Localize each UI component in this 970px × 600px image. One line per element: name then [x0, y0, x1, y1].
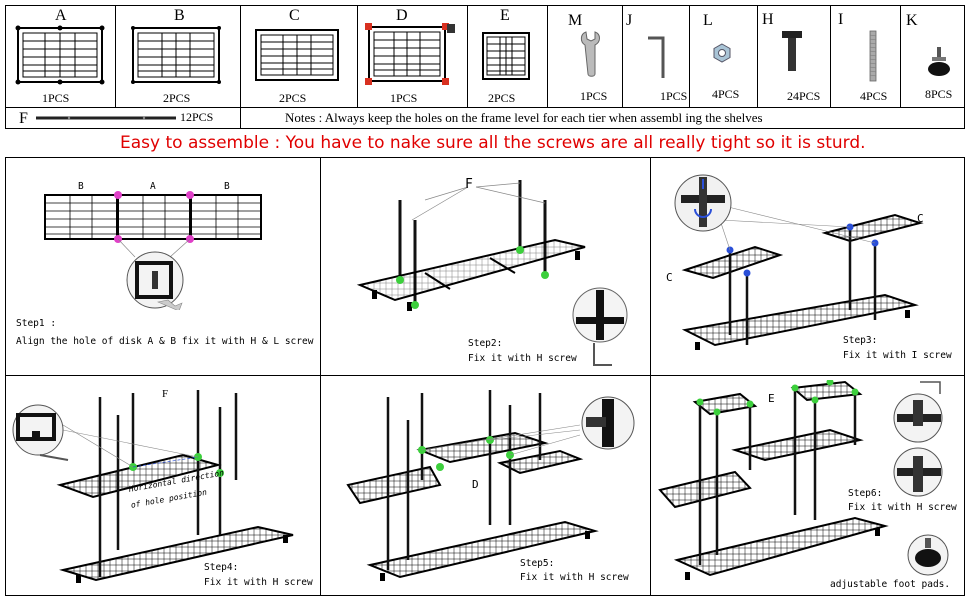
- step1-title: Step1 :: [16, 318, 57, 329]
- step2-label-f: F: [465, 177, 473, 192]
- part-l-qty: 4PCS: [712, 87, 740, 101]
- part-h-qty: 24PCS: [787, 89, 821, 103]
- step4-desc: Fix it with H screw: [204, 577, 313, 588]
- part-f-letter: F: [19, 110, 28, 127]
- step4-title: Step4:: [204, 562, 239, 573]
- threaded-rod-icon: [869, 30, 877, 82]
- foot-pad-icon: [928, 47, 950, 76]
- step6-title: Step6:: [848, 488, 883, 499]
- part-d-qty: 1PCS: [390, 91, 418, 105]
- part-j-letter: J: [626, 12, 633, 29]
- part-b-qty: 2PCS: [163, 91, 191, 105]
- step1-diagram: [44, 191, 262, 310]
- wrench-icon: [580, 31, 600, 77]
- step6-footnote: adjustable foot pads.: [830, 579, 951, 590]
- part-k-letter: K: [906, 12, 918, 29]
- part-e-qty: 2PCS: [488, 91, 516, 105]
- part-m-letter: M: [568, 12, 583, 29]
- part-a-grid-panel: [15, 25, 105, 85]
- part-f-qty: 12PCS: [180, 110, 214, 124]
- step5-desc: Fix it with H screw: [520, 572, 629, 583]
- step5-title: Step5:: [520, 558, 555, 569]
- step3-diagram: [674, 174, 924, 350]
- step4-diagram: [12, 390, 294, 583]
- part-e-grid-panel: [482, 32, 530, 80]
- step1-label-b-left: B: [78, 181, 84, 192]
- part-f-rod: [36, 116, 176, 120]
- step3-label-c-left: C: [666, 271, 673, 284]
- part-c-grid-panel: [255, 29, 339, 81]
- part-c-qty: 2PCS: [279, 91, 307, 105]
- part-k-qty: 8PCS: [925, 87, 953, 101]
- bolt-icon: [782, 31, 802, 71]
- allen-key-icon: [648, 36, 665, 78]
- headline: Easy to assemble : You have to nake sure…: [120, 133, 866, 153]
- steps-grid: [5, 157, 965, 596]
- step1-desc: Align the hole of disk A & B fix it with…: [16, 336, 314, 347]
- step6-diagram: [658, 380, 949, 580]
- step6-desc: Fix it with H screw: [848, 502, 957, 513]
- step5-label-d: D: [472, 478, 479, 491]
- step3-desc: Fix it with I screw: [843, 350, 952, 361]
- step2-title: Step2:: [468, 338, 503, 349]
- step3-label-c-top: C: [917, 212, 924, 225]
- step4-label-f: F: [162, 388, 169, 400]
- part-e-letter: E: [500, 7, 510, 24]
- assembly-notes: Notes : Always keep the holes on the fra…: [285, 110, 763, 125]
- part-a-qty: 1PCS: [42, 91, 70, 105]
- part-c-letter: C: [289, 7, 300, 24]
- part-j-qty: 1PCS: [660, 89, 688, 103]
- nut-icon: [713, 43, 731, 63]
- part-d-letter: D: [396, 7, 408, 24]
- step1-label-b-right: B: [224, 181, 230, 192]
- step2-diagram: [356, 180, 628, 366]
- part-m-qty: 1PCS: [580, 89, 608, 103]
- table-divider: [5, 107, 965, 108]
- part-d-grid-panel: [365, 23, 455, 85]
- part-b-grid-panel: [131, 26, 221, 84]
- step6-label-e: E: [768, 392, 775, 405]
- step1-label-a: A: [150, 181, 156, 192]
- step2-desc: Fix it with H screw: [468, 353, 577, 364]
- parts-table: [5, 5, 965, 129]
- part-i-qty: 4PCS: [860, 89, 888, 103]
- part-l-letter: L: [703, 12, 713, 29]
- part-a-letter: A: [55, 7, 67, 24]
- step3-title: Step3:: [843, 335, 878, 346]
- step5-diagram: [346, 390, 635, 581]
- part-h-letter: H: [762, 11, 774, 28]
- part-i-letter: I: [838, 11, 844, 28]
- part-b-letter: B: [174, 7, 185, 24]
